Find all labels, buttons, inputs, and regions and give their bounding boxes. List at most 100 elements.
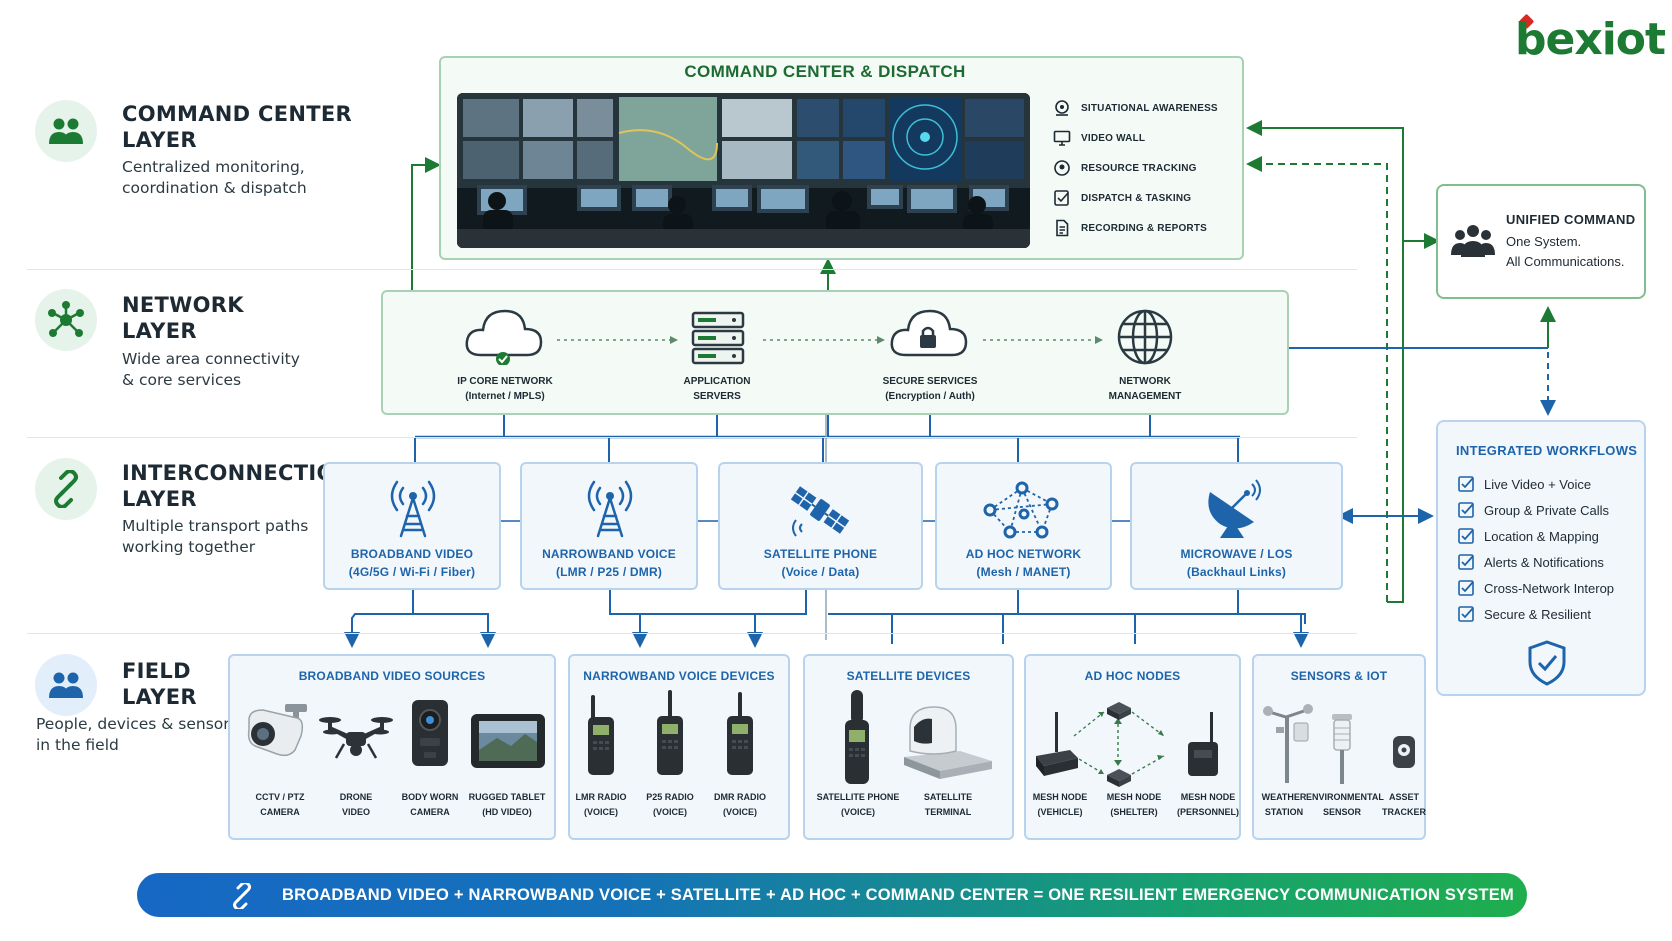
device-label: SATELLITE PHONE(VOICE) bbox=[816, 792, 900, 817]
sensor-icon bbox=[1327, 714, 1357, 789]
satellite-icon bbox=[788, 480, 852, 545]
checkbox-checked-icon bbox=[1458, 476, 1474, 492]
cloud-lock-icon bbox=[888, 305, 970, 370]
monitor-icon bbox=[1053, 130, 1071, 146]
transport-label: AD HOC NETWORK(Mesh / MANET) bbox=[965, 547, 1082, 579]
mesh-node-icon bbox=[1034, 712, 1080, 783]
radio-icon bbox=[724, 692, 756, 782]
checkbox-checked-icon bbox=[1458, 554, 1474, 570]
transport-satellite-phone bbox=[718, 462, 923, 590]
awareness-icon bbox=[1055, 100, 1069, 116]
field-group-title: NARROWBAND VOICE DEVICES bbox=[583, 669, 775, 683]
drone-icon bbox=[318, 712, 394, 767]
tablet-icon bbox=[469, 712, 547, 775]
feature-dispatch-tasking: DISPATCH & TASKING bbox=[1053, 189, 1191, 207]
unified-command-tagline: One System. bbox=[1506, 234, 1582, 249]
summary-banner: BROADBAND VIDEO + NARROWBAND VOICE + SAT… bbox=[137, 873, 1527, 917]
feature-resource-tracking: RESOURCE TRACKING bbox=[1053, 159, 1197, 177]
device-label: P25 RADIO(VOICE) bbox=[646, 792, 694, 817]
feature-recording-reports: RECORDING & REPORTS bbox=[1053, 219, 1207, 237]
field-group-title: SENSORS & IOT bbox=[1290, 669, 1388, 683]
feature-video-wall: VIDEO WALL bbox=[1053, 129, 1145, 147]
cctv-camera-icon bbox=[245, 700, 313, 775]
workflow-item: Live Video + Voice bbox=[1458, 476, 1591, 492]
unified-command-tagline: All Communications. bbox=[1506, 254, 1625, 269]
satellite-terminal-icon bbox=[900, 705, 996, 786]
transport-label: SATELLITE PHONE(Voice / Data) bbox=[763, 547, 878, 579]
radio-icon bbox=[585, 695, 617, 782]
mesh-node-icon bbox=[1105, 700, 1133, 727]
checklist-icon bbox=[1054, 190, 1069, 206]
mesh-links bbox=[1073, 711, 1165, 775]
field-group-title: SATELLITE DEVICES bbox=[846, 669, 971, 683]
network-hub-icon bbox=[35, 289, 97, 351]
transport-label: NARROWBAND VOICE(LMR / P25 / DMR) bbox=[542, 547, 676, 579]
device-label: MESH NODE(VEHICLE) bbox=[1032, 792, 1088, 817]
transport-broadband-video bbox=[323, 462, 501, 590]
layer-divider bbox=[27, 633, 1357, 634]
satellite-dish-icon bbox=[1200, 478, 1264, 545]
command-center-title: COMMAND CENTER & DISPATCH bbox=[684, 62, 966, 81]
device-label: RUGGED TABLET(HD VIDEO) bbox=[468, 792, 546, 817]
transport-label: BROADBAND VIDEO(4G/5G / Wi-Fi / Fiber) bbox=[348, 547, 476, 579]
device-label: MESH NODE(PERSONNEL) bbox=[1176, 792, 1239, 817]
device-label: LMR RADIO(VOICE) bbox=[575, 792, 627, 817]
checkbox-checked-icon bbox=[1458, 580, 1474, 596]
control-room-image bbox=[457, 93, 1030, 248]
unified-command-title: UNIFIED COMMAND bbox=[1506, 212, 1636, 227]
network-item-label: SECURE SERVICES(Encryption / Auth) bbox=[882, 376, 978, 402]
layer-divider bbox=[27, 269, 1357, 270]
layer-description: Wide area connectivity& core services bbox=[122, 350, 300, 389]
location-icon bbox=[1054, 160, 1070, 176]
transport-narrowband-voice bbox=[520, 462, 698, 590]
team-icon bbox=[1451, 223, 1495, 262]
network-item-label: IP CORE NETWORK(Internet / MPLS) bbox=[457, 376, 553, 402]
antenna-tower-icon bbox=[385, 478, 441, 543]
radio-icon bbox=[654, 690, 686, 782]
transport-label: MICROWAVE / LOS(Backhaul Links) bbox=[1180, 547, 1293, 579]
mesh-icon bbox=[980, 480, 1066, 545]
field-group-title: AD HOC NODES bbox=[1084, 669, 1181, 683]
users-icon bbox=[35, 100, 97, 162]
shield-check-icon bbox=[1527, 640, 1567, 691]
link-icon bbox=[35, 458, 97, 520]
feature-situational-awareness: SITUATIONAL AWARENESS bbox=[1053, 99, 1218, 117]
layer-divider bbox=[27, 437, 1357, 438]
antenna-tower-icon bbox=[582, 478, 638, 543]
layer-description: Centralized monitoring,coordination & di… bbox=[122, 158, 307, 197]
tracker-icon bbox=[1391, 734, 1417, 775]
checkbox-checked-icon bbox=[1458, 502, 1474, 518]
field-group-title: BROADBAND VIDEO SOURCES bbox=[298, 669, 486, 683]
workflow-item: Secure & Resilient bbox=[1458, 606, 1591, 622]
server-icon bbox=[690, 310, 746, 371]
weather-station-icon bbox=[1262, 703, 1314, 788]
device-label: DMR RADIO(VOICE) bbox=[714, 792, 766, 817]
mesh-node-icon bbox=[1182, 712, 1222, 783]
device-label: MESH NODE(SHELTER) bbox=[1106, 792, 1162, 817]
unified-command-panel bbox=[1436, 184, 1646, 299]
workflow-item: Location & Mapping bbox=[1458, 528, 1599, 544]
satellite-phone-icon bbox=[842, 690, 872, 791]
users-icon bbox=[35, 654, 97, 716]
brand-logo[interactable]: bexiot bbox=[1515, 14, 1666, 65]
cloud-check-icon bbox=[463, 305, 545, 370]
integrated-workflows-title: INTEGRATED WORKFLOWS bbox=[1456, 443, 1638, 458]
checkbox-checked-icon bbox=[1458, 606, 1474, 622]
checkbox-checked-icon bbox=[1458, 528, 1474, 544]
body-camera-icon bbox=[410, 698, 450, 775]
workflow-item: Group & Private Calls bbox=[1458, 502, 1609, 518]
